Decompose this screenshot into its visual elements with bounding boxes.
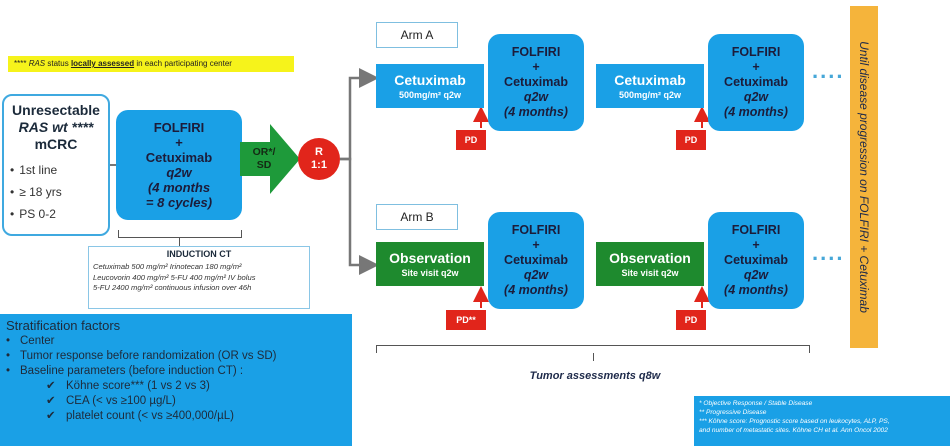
check-icon: ✔ bbox=[46, 410, 56, 422]
criteria-item: PS 0-2 bbox=[10, 203, 102, 225]
stratification-title: Stratification factors bbox=[6, 318, 121, 333]
patient-population-box: Unresectable RAS wt **** mCRC 1st line ≥… bbox=[2, 94, 110, 236]
tumor-assessment-tick bbox=[593, 353, 594, 361]
strat-bullet: •Tumor response before randomization (OR… bbox=[6, 350, 277, 362]
arm-a-cetuximab-box-2: Cetuximab 500mg/m² q2w bbox=[596, 64, 704, 108]
arm-b-observation-box-1: Observation Site visit q2w bbox=[376, 242, 484, 286]
population-title-1: Unresectable bbox=[12, 102, 100, 118]
response-arrow: OR*/SD bbox=[240, 124, 300, 194]
arm-a-folfiri-box-2: FOLFIRI+Cetuximab q2w(4 months) bbox=[708, 34, 804, 131]
induction-treatment-box: FOLFIRI + Cetuximab q2w (4 months = 8 cy… bbox=[116, 110, 242, 220]
arm-b-folfiri-box-2: FOLFIRI+Cetuximab q2w(4 months) bbox=[708, 212, 804, 309]
check-icon: ✔ bbox=[46, 380, 56, 392]
criteria-item: ≥ 18 yrs bbox=[10, 181, 102, 203]
population-title-3: mCRC bbox=[34, 136, 78, 152]
arm-a-cetuximab-box: Cetuximab 500mg/m² q2w bbox=[376, 64, 484, 108]
induction-bracket-tick bbox=[179, 238, 180, 246]
criteria-item: 1st line bbox=[10, 159, 102, 181]
arm-b-folfiri-box-1: FOLFIRI+Cetuximab q2w(4 months) bbox=[488, 212, 584, 309]
tumor-assessment-bracket bbox=[376, 345, 810, 353]
tumor-assessments-label: Tumor assessments q8w bbox=[529, 370, 661, 382]
strat-bullet: •Center bbox=[6, 335, 55, 347]
check-icon: ✔ bbox=[46, 395, 56, 407]
arm-b-pd-badge-1: PD** bbox=[446, 310, 486, 330]
arm-a-folfiri-box-1: FOLFIRI+Cetuximab q2w(4 months) bbox=[488, 34, 584, 131]
arm-a-pd-badge-1: PD bbox=[456, 130, 486, 150]
population-title-2: RAS wt **** bbox=[18, 119, 94, 135]
footnotes-box: * Objective Response / Stable Disease **… bbox=[694, 396, 950, 446]
arm-a-pd-badge-2: PD bbox=[676, 130, 706, 150]
arm-b-continuation-dots: .... bbox=[812, 240, 845, 265]
arm-b-label: Arm B bbox=[376, 204, 458, 230]
stratification-factors-box: Stratification factors •Center •Tumor re… bbox=[0, 314, 352, 446]
strat-subitem: ✔CEA (< vs ≥100 µg/L) bbox=[46, 395, 176, 407]
until-progression-bar: Until disease progression on FOLFIRI + C… bbox=[850, 6, 878, 348]
strat-subitem: ✔Köhne score*** (1 vs 2 vs 3) bbox=[46, 380, 210, 392]
randomization-circle: R 1:1 bbox=[298, 138, 340, 180]
induction-ct-box: INDUCTION CT Cetuximab 500 mg/m² Irinote… bbox=[88, 246, 310, 309]
strat-bullet: •Baseline parameters (before induction C… bbox=[6, 365, 244, 377]
ras-status-note: **** RAS status locally assessed in each… bbox=[8, 56, 294, 72]
arm-b-observation-box-2: Observation Site visit q2w bbox=[596, 242, 704, 286]
strat-subitem: ✔platelet count (< vs ≥400,000/µL) bbox=[46, 410, 234, 422]
induction-bracket bbox=[118, 230, 242, 238]
arm-a-label: Arm A bbox=[376, 22, 458, 48]
arm-a-continuation-dots: .... bbox=[812, 58, 845, 83]
arm-b-pd-badge-2: PD bbox=[676, 310, 706, 330]
